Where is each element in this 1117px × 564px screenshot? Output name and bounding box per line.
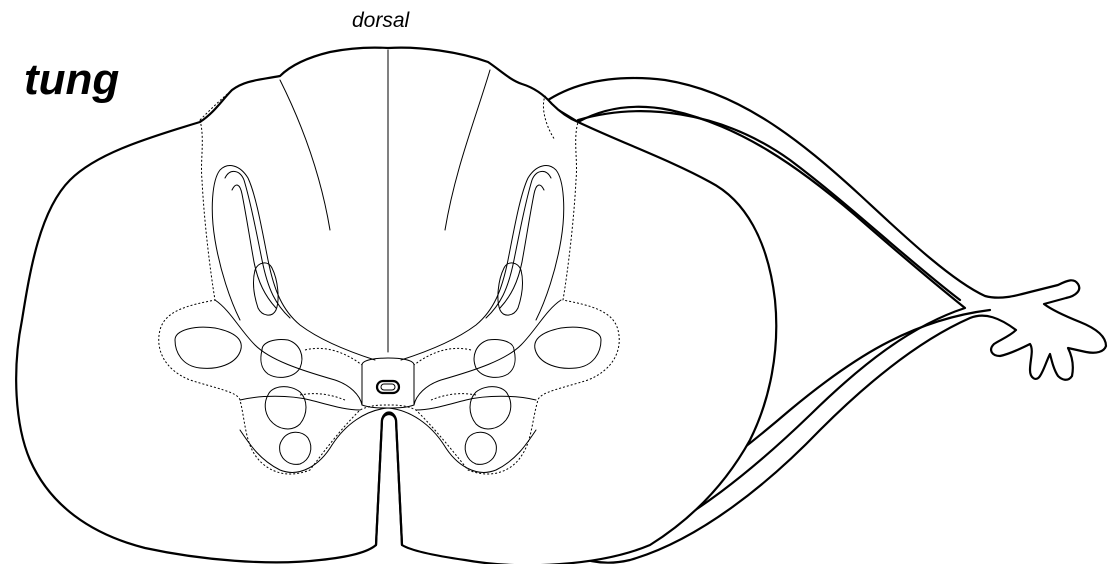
spinal-cord-outline <box>16 48 776 564</box>
central-canal <box>377 381 399 393</box>
